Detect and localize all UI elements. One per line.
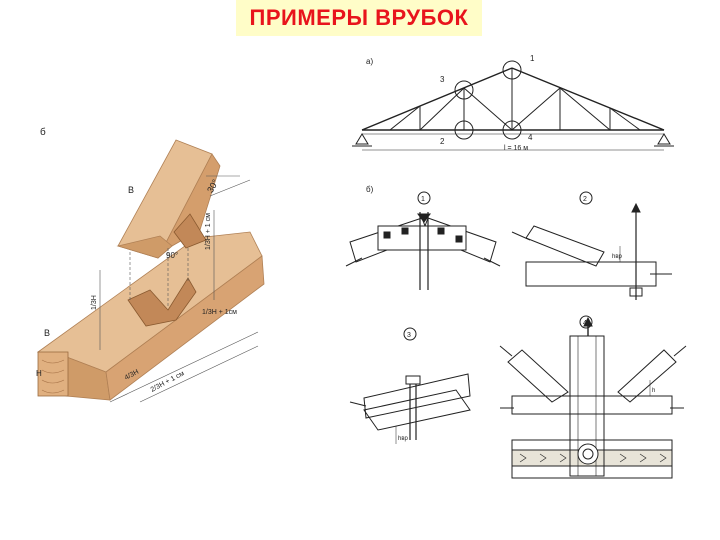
detail-3-number: 3 [407, 332, 411, 339]
details-label: б) [366, 185, 374, 194]
label-1-3h-vertical: 1/3Н [91, 295, 98, 310]
label-1-3h-1cm-right: 1/3Н + 1см [202, 309, 237, 316]
left-figure-label: б [40, 126, 46, 138]
label-1-3h-1cm-vertical: 1/3Н + 1 см [205, 213, 212, 250]
left-joint-illustration: б В В 30° 90° H 1/3Н 1/3Н + 1 см 1/3Н + … [36, 126, 265, 403]
label-b-bottom: В [44, 328, 50, 338]
detail-2: 2 hвр [511, 191, 672, 300]
label-angle-90: 90° [166, 251, 178, 260]
node-label-4: 4 [528, 133, 533, 142]
beam-notch [127, 277, 197, 327]
rafter-end-face [116, 235, 173, 259]
detail-4-h: h [652, 388, 655, 394]
span-label: l = 16 м [504, 145, 528, 152]
beam-end-grain [37, 351, 69, 397]
detail-1-number: 1 [421, 196, 425, 203]
beam-side-face [105, 255, 265, 401]
slide-title: ПРИМЕРЫ ВРУБОК [249, 5, 469, 30]
detail-2-number: 2 [583, 196, 587, 203]
node-label-3: 3 [440, 75, 445, 84]
label-b-top: В [128, 185, 134, 195]
detail-1: 1 [345, 191, 501, 290]
node-details: б) 1 2 [345, 185, 687, 479]
detail-2-h: hвр [612, 254, 623, 260]
detail-3-h: hвр [398, 436, 409, 442]
truss-label: а) [366, 57, 373, 66]
node-4-circle [502, 120, 522, 140]
rafter-tenon [173, 213, 207, 249]
detail-4: 4 h [499, 315, 687, 479]
title-banner: ПРИМЕРЫ ВРУБОК [236, 0, 482, 36]
node-3-circle [454, 80, 474, 100]
node-label-2: 2 [440, 137, 445, 146]
node-2-circle [454, 120, 474, 140]
truss-diagram: а) 1 2 3 4 l = 16 м [352, 54, 674, 152]
node-1-circle [502, 60, 522, 80]
node-label-1: 1 [530, 54, 535, 63]
label-2-3h-1cm: 2/3Н + 1 см [150, 370, 186, 394]
detail-3: 3 hвр [349, 327, 471, 444]
label-h: H [36, 369, 42, 378]
